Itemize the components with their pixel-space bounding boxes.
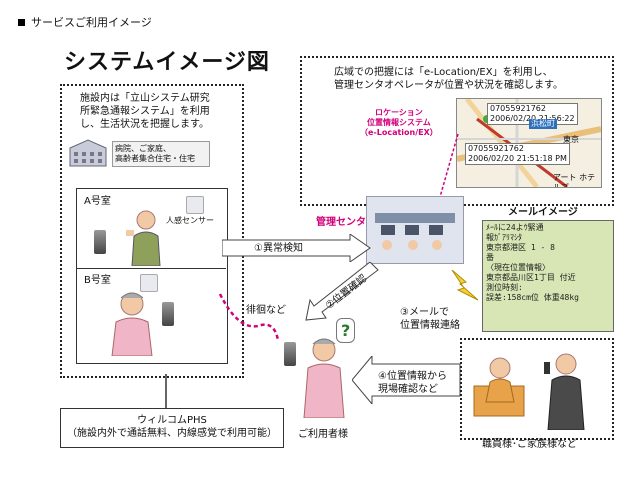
location-map: 07055921762 2006/02/20 21:56:22 07055921…: [456, 98, 602, 188]
bullet-square-icon: [18, 19, 25, 26]
location-system-line: ロケーション: [374, 108, 423, 117]
phs-box: ウィルコムPHS （施設内外で通話無料、内線感覚で利用可能）: [60, 408, 284, 448]
mail-line: 誤差:158cm位 体重48kg: [486, 293, 579, 302]
location-system-line: （e-Location/EX）: [360, 128, 438, 137]
map-info-line: 2006/02/20 21:51:18 PM: [468, 154, 567, 163]
mail-line: 東京都港区 1 - 8: [486, 243, 555, 252]
section-header: サービスご利用イメージ: [18, 14, 152, 30]
sensor-icon: [186, 196, 204, 214]
mail-line: 測位時刻:: [486, 283, 523, 292]
map-info-line: 07055921762: [468, 144, 524, 153]
sensor-icon: [140, 274, 158, 292]
mail-line: 東京都品川区1丁目 付近: [486, 273, 576, 282]
section-header-label: サービスご利用イメージ: [31, 16, 152, 29]
facility-desc-line: し、生活状況を把握します。: [80, 119, 209, 130]
mail-notify-label: ③メールで 位置情報連絡: [400, 306, 460, 332]
mail-screen: ﾒｰﾙに24よｳ緊通 報ｶﾞｱﾘﾏｼﾀ 東京都港区 1 - 8 番 〈現在位置情…: [482, 220, 614, 332]
facility-box: [60, 84, 244, 378]
location-system-label: ロケーション 位置情報システム （e-Location/EX）: [360, 108, 438, 138]
map-label: アート ホテルズ: [553, 173, 596, 188]
wide-area-desc-line: 広域での把握には「e-Location/EX」を利用し、: [334, 67, 553, 78]
facility-desc-line: 施設内は「立山システム研究: [80, 93, 210, 104]
map-info-line: 2006/02/20 21:56:22: [490, 114, 575, 123]
phs-phone-icon: [284, 342, 296, 366]
mail-line: ﾒｰﾙに24よｳ緊通: [486, 223, 544, 232]
wander-path: [218, 293, 280, 341]
facility-desc-line: 所緊急通報システム」を利用: [80, 106, 210, 117]
building-label: 病院、ご家庭、 高齢者集合住宅・住宅: [112, 141, 210, 167]
facility-desc: 施設内は「立山システム研究 所緊急通報システム」を利用 し、生活状況を把握します…: [80, 92, 240, 131]
map-label: 浜松町: [529, 119, 557, 129]
staff-icon: [473, 353, 585, 430]
mail-line: 番: [486, 253, 494, 262]
staff-label: 職員様･ご家族様など: [482, 439, 577, 450]
lightning-icon: [451, 270, 479, 301]
question-icon: ?: [336, 318, 356, 343]
page-title: システムイメージ図: [64, 50, 270, 75]
site-check-line: ④位置情報から: [378, 371, 447, 382]
elderly-woman-icon: [111, 292, 153, 356]
wander-label: 徘徊など: [246, 305, 286, 316]
mail-title: メールイメージ: [508, 207, 578, 218]
site-check-label: ④位置情報から 現場確認など: [378, 370, 447, 396]
phs-phone-icon: [162, 302, 174, 326]
mail-line: 報ｶﾞｱﾘﾏｼﾀ: [486, 233, 522, 242]
phs-line: ウィルコムPHS: [137, 415, 207, 426]
location-check-arrow: [305, 262, 379, 321]
phs-phone-icon: [94, 230, 106, 254]
management-center-image: [366, 196, 464, 264]
wide-area-desc-line: 管理センタオペレータが位置や状況を確認します。: [334, 80, 563, 91]
mail-notify-line: 位置情報連絡: [400, 320, 460, 331]
map-info-2: 07055921762 2006/02/20 21:51:18 PM: [465, 143, 570, 165]
rooms-frame: [76, 188, 228, 364]
user-icon: [303, 338, 345, 418]
site-check-line: 現場確認など: [378, 384, 438, 395]
building-label-line: 高齢者集合住宅・住宅: [115, 154, 195, 163]
anomaly-arrow: [222, 234, 371, 262]
mail-notify-line: ③メールで: [400, 307, 449, 318]
mail-line: 〈現在位置情報〉: [486, 263, 550, 272]
room-a-label: A号室: [84, 196, 111, 207]
elderly-man-icon: [126, 210, 161, 266]
room-b-label: B号室: [84, 275, 111, 286]
building-icon: [69, 139, 107, 167]
phs-line: （施設内外で通話無料、内線感覚で利用可能）: [67, 428, 277, 439]
center-label: 管理センタ: [316, 217, 366, 228]
staff-box: [460, 338, 614, 440]
room-divider: [76, 268, 226, 269]
building-label-line: 病院、ご家庭、: [115, 144, 171, 153]
phs-connector: [165, 374, 167, 408]
map-connector: [437, 133, 459, 205]
wide-area-desc: 広域での把握には「e-Location/EX」を利用し、 管理センタオペレータが…: [334, 66, 563, 92]
map-label: 東京: [563, 135, 579, 144]
map-info-line: 07055921762: [490, 104, 546, 113]
operators-icon: [375, 213, 455, 250]
user-label: ご利用者様: [298, 429, 348, 440]
location-system-line: 位置情報システム: [367, 118, 431, 127]
sensor-label: 人感センサー: [166, 216, 214, 225]
anomaly-arrow-label: ①異常検知: [254, 243, 303, 254]
